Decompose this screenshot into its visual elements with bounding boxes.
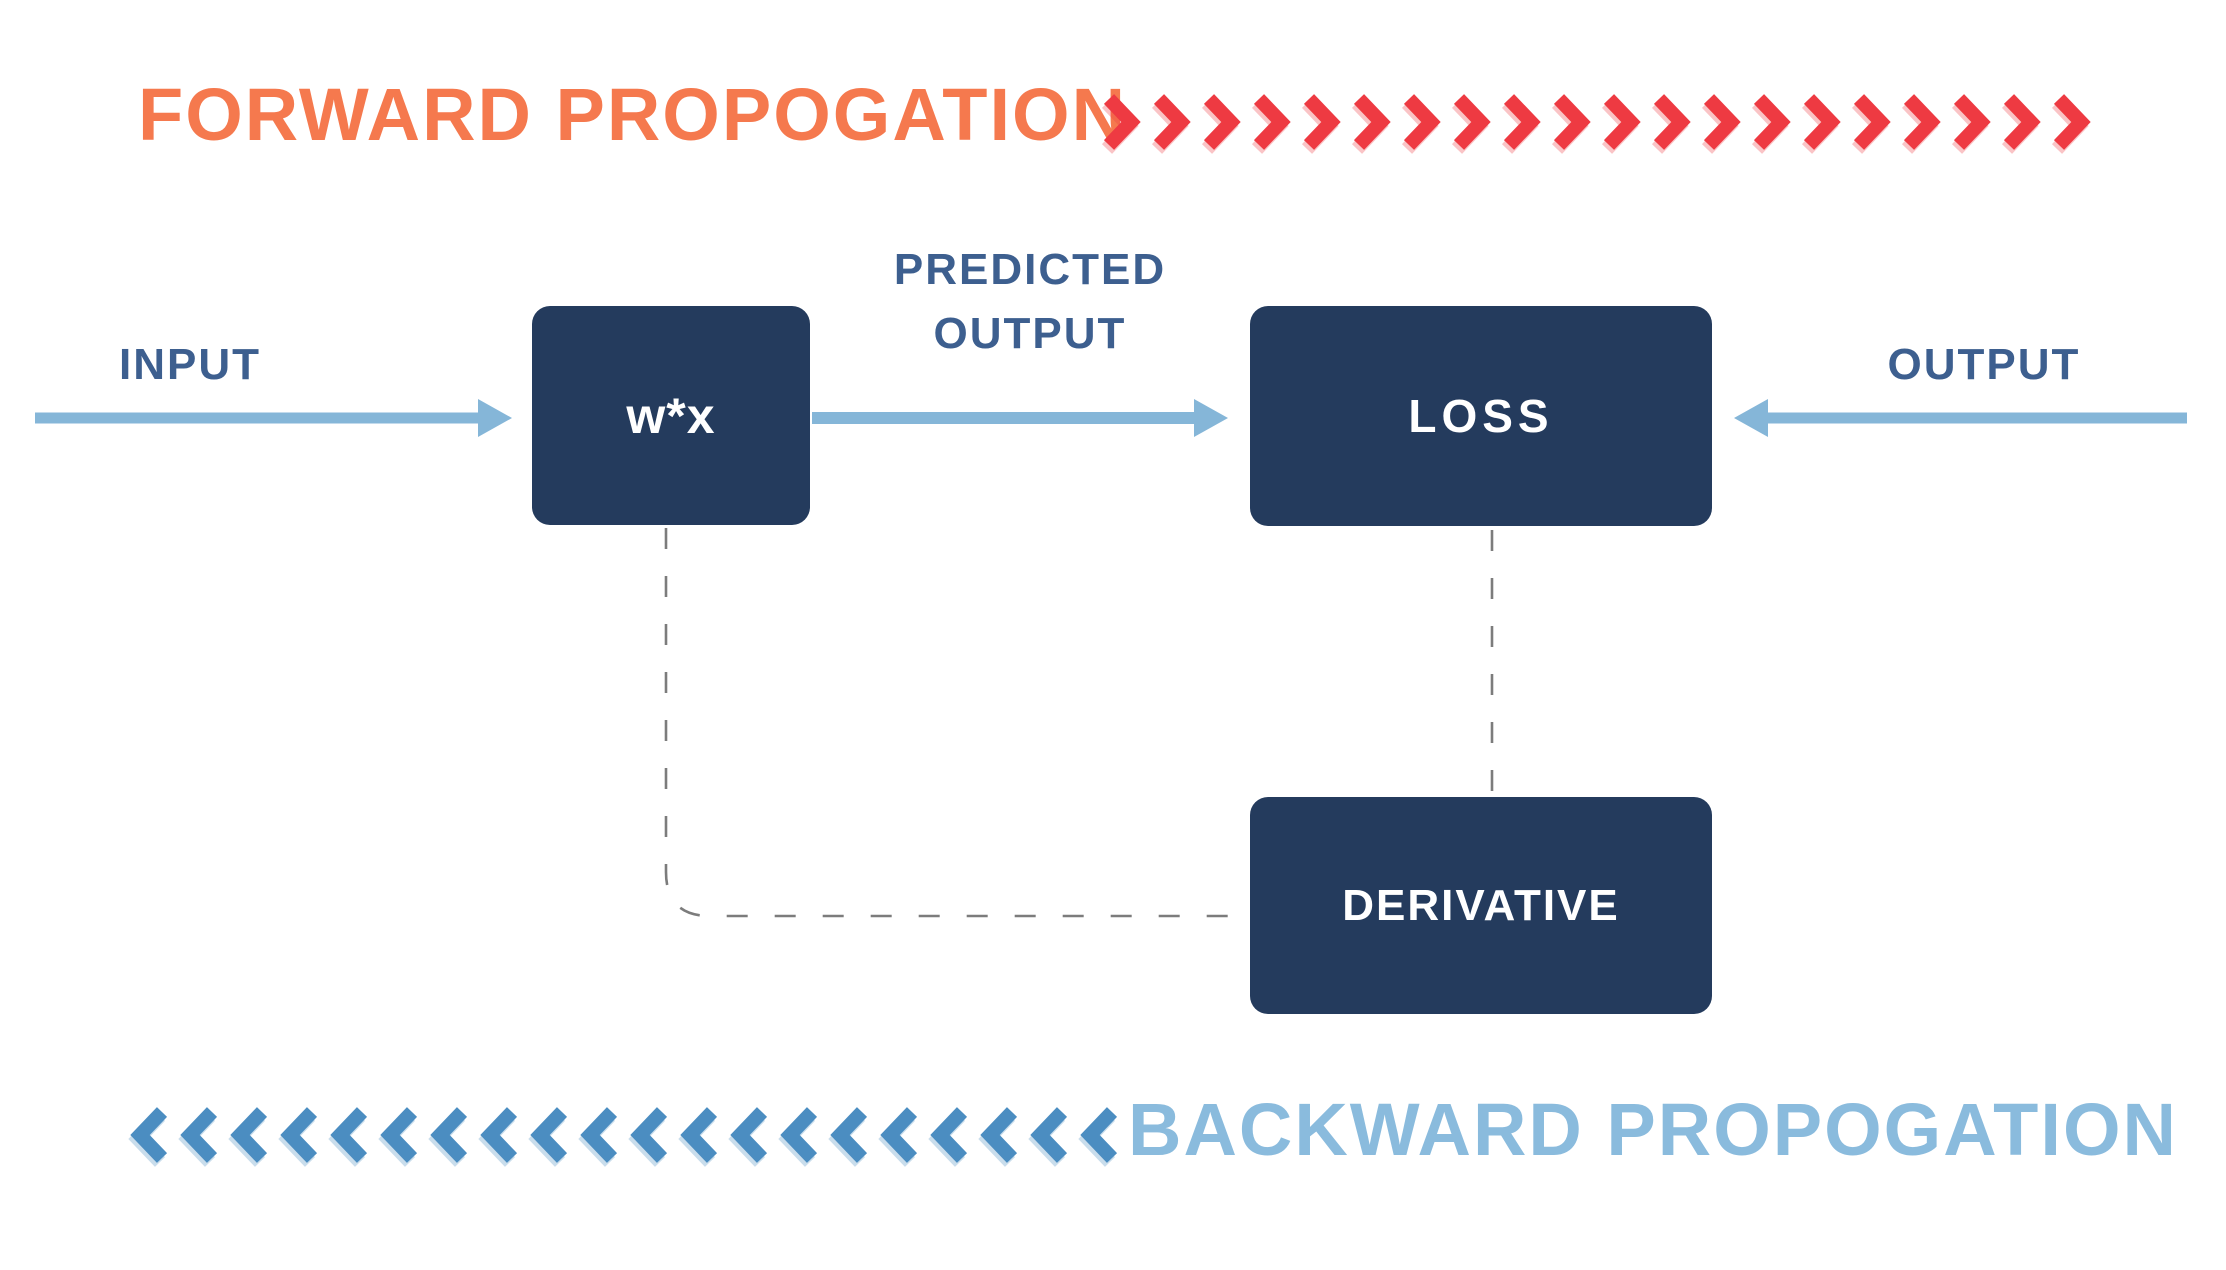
forward-propagation-title: FORWARD PROPOGATION: [138, 73, 1128, 156]
derivative-node: DERIVATIVE: [1250, 797, 1712, 1014]
predicted-output-arrow-icon: [812, 399, 1228, 437]
input-label: INPUT: [119, 340, 261, 389]
wx-node: w*x: [532, 306, 810, 525]
output-label: OUTPUT: [1887, 340, 2081, 389]
loss-node-label: LOSS: [1408, 390, 1554, 442]
output-arrow-icon: [1734, 399, 2187, 437]
wx-node-label: w*x: [626, 387, 716, 444]
backward-propagation-title: BACKWARD PROPOGATION: [1128, 1088, 2178, 1171]
predicted-output-label: PREDICTED OUTPUT: [893, 245, 1167, 358]
wx-to-derivative-dashed-line: [664, 528, 1246, 918]
loss-node: LOSS: [1250, 306, 1712, 526]
input-arrow-icon: [35, 399, 512, 437]
derivative-node-label: DERIVATIVE: [1342, 880, 1620, 930]
backward-chevrons-icon: [130, 1107, 1118, 1163]
forward-chevrons-icon: [1103, 94, 2091, 150]
